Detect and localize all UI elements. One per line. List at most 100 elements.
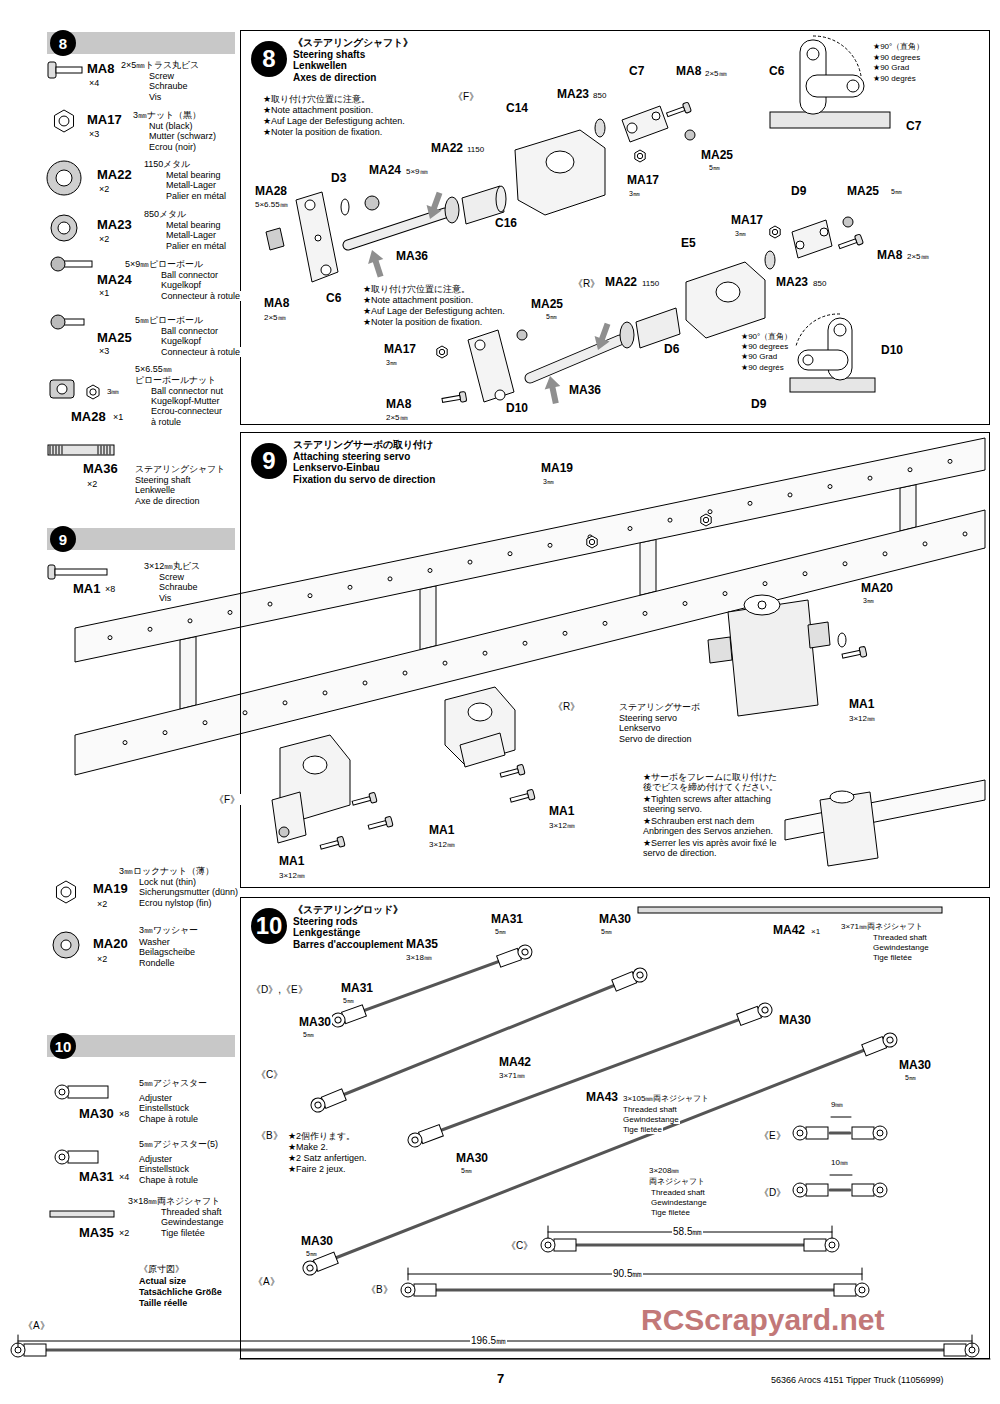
part-code: MA1 bbox=[72, 582, 101, 597]
screw-symbol bbox=[510, 794, 528, 803]
step-heading: ステアリングサーボの取り付けAttaching steering servoLe… bbox=[293, 433, 468, 485]
part-code: MA31 bbox=[340, 982, 374, 996]
shaft-symbol bbox=[53, 446, 54, 454]
rod-end bbox=[793, 1126, 807, 1140]
rod-end bbox=[496, 943, 534, 968]
step-number-text: 8 bbox=[262, 47, 275, 71]
part-code: MA8 bbox=[263, 297, 290, 311]
step-title: Axes de direction bbox=[293, 72, 428, 84]
label-text: 5×9㎜ bbox=[405, 167, 429, 176]
label-text: Axe de direction bbox=[134, 496, 201, 506]
part-code: D3 bbox=[330, 172, 347, 186]
bearing-shape bbox=[468, 703, 492, 721]
ball-connector bbox=[843, 217, 853, 227]
label-text: Metal bearing bbox=[165, 220, 222, 230]
label-text: 3×208㎜ bbox=[648, 1166, 680, 1175]
step-title: 《ステアリングロッド》 bbox=[293, 904, 405, 916]
frame-hole bbox=[668, 518, 672, 522]
washer bbox=[341, 199, 349, 215]
label-text: Ball connector bbox=[160, 270, 219, 280]
nut-symbol bbox=[637, 153, 642, 158]
label-text: 2×5㎜ bbox=[704, 69, 728, 78]
nut-symbol bbox=[703, 517, 708, 522]
label-text: 3㎜ bbox=[862, 597, 875, 605]
label-text: ×4 bbox=[118, 1172, 130, 1182]
label-text: 90.5㎜ bbox=[612, 1268, 643, 1280]
threaded-rod bbox=[318, 975, 640, 1105]
servo-body bbox=[728, 600, 818, 716]
shaft-symbol bbox=[59, 446, 60, 454]
collar bbox=[636, 308, 680, 348]
label-text: Tige filetée bbox=[650, 1208, 691, 1217]
rod-end bbox=[886, 1036, 894, 1044]
part-code: Taille réelle bbox=[138, 1298, 188, 1308]
part-code: MA31 bbox=[78, 1170, 115, 1185]
screw-symbol bbox=[499, 764, 525, 780]
label-text: 3㎜ bbox=[734, 230, 747, 238]
cross-member bbox=[640, 539, 656, 595]
rod-end bbox=[873, 1183, 887, 1197]
part-code: MA19 bbox=[540, 462, 574, 476]
frame-hole bbox=[308, 594, 312, 598]
label-text: 《C》 bbox=[255, 1069, 284, 1081]
label-text: 5㎜アジャスター(5) bbox=[138, 1139, 219, 1149]
label-text: 5㎜ bbox=[545, 313, 558, 321]
part-code: MA30 bbox=[778, 1014, 812, 1028]
frame-hole bbox=[723, 592, 727, 596]
part-code: D6 bbox=[663, 343, 680, 357]
rod-end bbox=[834, 1284, 856, 1296]
ball-nut-symbol bbox=[50, 380, 74, 398]
rod-end bbox=[944, 1343, 979, 1357]
rod-end bbox=[877, 1187, 883, 1193]
rod-end bbox=[59, 1154, 65, 1160]
frame-hole bbox=[843, 562, 847, 566]
rod-end bbox=[797, 1187, 803, 1193]
label-text: 3㎜ bbox=[628, 190, 641, 198]
part-code: MA8 bbox=[675, 65, 702, 79]
bearing-shape bbox=[716, 282, 740, 302]
frame-hole bbox=[403, 671, 407, 675]
shaft-symbol bbox=[110, 446, 111, 454]
label-text: 3㎜ナット（黒） bbox=[132, 110, 202, 120]
screw-symbol bbox=[320, 841, 338, 850]
label-text: Gewindestange bbox=[160, 1217, 225, 1227]
dimension-line bbox=[18, 1335, 19, 1347]
rod-end bbox=[554, 1239, 576, 1251]
screw-symbol bbox=[48, 565, 55, 579]
label-text: 3×18㎜ bbox=[405, 953, 433, 962]
attention-arrow bbox=[542, 374, 563, 405]
step-title: Lenkwellen bbox=[293, 60, 428, 72]
label-text: 5㎜ bbox=[302, 1031, 315, 1039]
step-title: Attaching steering servo bbox=[293, 451, 468, 463]
nut-symbol bbox=[589, 539, 594, 544]
ball-connector bbox=[517, 330, 527, 340]
part-code: MA23 bbox=[775, 276, 809, 290]
servo-horn bbox=[758, 601, 766, 609]
part-code: C7 bbox=[628, 65, 645, 79]
dimension-line bbox=[830, 1175, 852, 1176]
rod-end bbox=[852, 1126, 887, 1140]
part-hole bbox=[847, 80, 859, 92]
label-text: 5㎜ bbox=[342, 997, 355, 1005]
label-text: 56366 Arocs 4151 Tipper Truck (11056999) bbox=[770, 1375, 944, 1385]
label-text: Connecteur à rotule bbox=[160, 291, 241, 301]
servo-horn bbox=[830, 791, 854, 803]
label-text: ★Note attachment position. bbox=[262, 105, 374, 115]
label-text: ★Serrer les vis après avoir fixé le serv… bbox=[642, 838, 784, 859]
part-code: MA8 bbox=[876, 249, 903, 263]
frame-hole bbox=[468, 560, 472, 564]
frame-hole bbox=[243, 711, 247, 715]
label-text: ★2個作ります。 bbox=[287, 1131, 356, 1141]
rod-end bbox=[793, 1183, 828, 1197]
label-text: Washer bbox=[138, 937, 171, 947]
frame-hole bbox=[188, 619, 192, 623]
bearing-symbol bbox=[61, 940, 71, 950]
label-text: Screw bbox=[158, 572, 185, 582]
rod-end bbox=[309, 1096, 327, 1114]
rod-end bbox=[631, 966, 649, 984]
label-text: 《E》 bbox=[758, 1130, 787, 1142]
label-text: 《B》 bbox=[365, 1284, 394, 1296]
rod-end bbox=[301, 1251, 339, 1277]
rod-end bbox=[834, 1283, 869, 1297]
label-text: Threaded shaft bbox=[650, 1188, 706, 1197]
